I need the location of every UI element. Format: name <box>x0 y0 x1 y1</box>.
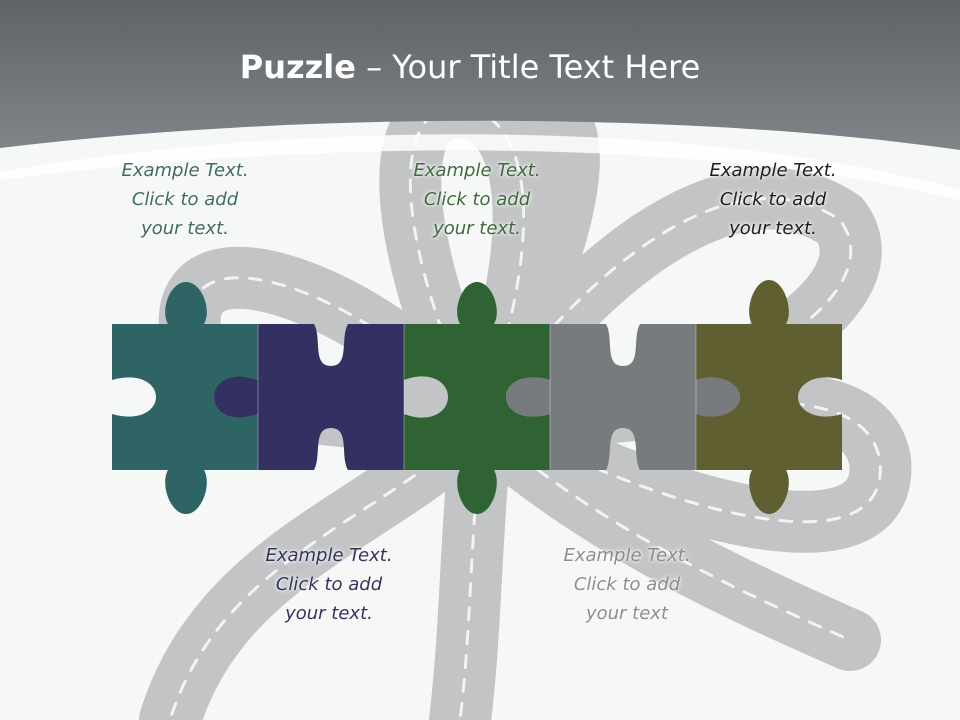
title-rest: – Your Title Text Here <box>355 48 701 86</box>
callout-text-5[interactable]: Example Text. Click to add your text <box>563 545 691 624</box>
puzzle-piece-3 <box>404 282 550 514</box>
callout-text-1[interactable]: Example Text. Click to add your text. <box>121 160 249 239</box>
callout-text-2[interactable]: Example Text. Click to add your text. <box>413 160 541 239</box>
callout-text-4[interactable]: Example Text. Click to add your text. <box>265 545 393 624</box>
puzzle-piece-5 <box>696 280 842 514</box>
puzzle-piece-2 <box>214 324 404 470</box>
callout-text-3[interactable]: Example Text. Click to add your text. <box>709 160 837 239</box>
header-highlight-curve <box>0 134 960 200</box>
puzzle-piece-1 <box>112 282 258 514</box>
header-band <box>0 0 960 150</box>
puzzle-piece-4 <box>506 324 740 470</box>
page-title: Puzzle – Your Title Text Here <box>0 48 940 86</box>
title-bold: Puzzle <box>239 48 356 86</box>
